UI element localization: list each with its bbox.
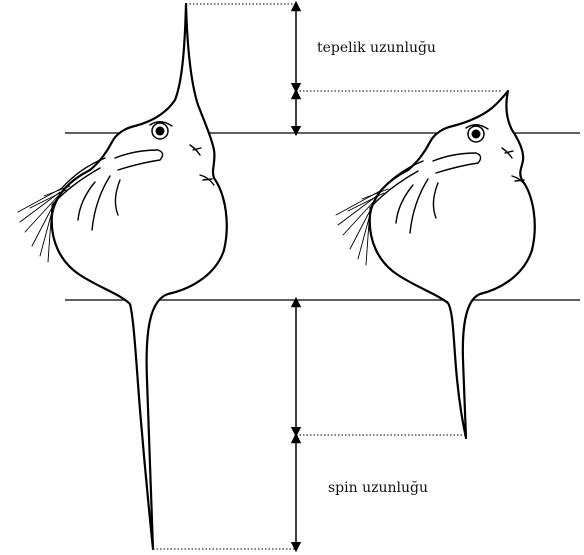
daphnia-short-crest-short-spine bbox=[336, 91, 535, 438]
crest-length-label: tepelik uzunluğu bbox=[317, 40, 436, 56]
daphnia-long-crest-long-spine bbox=[18, 4, 227, 549]
spine-length-label: spin uzunluğu bbox=[328, 480, 428, 496]
